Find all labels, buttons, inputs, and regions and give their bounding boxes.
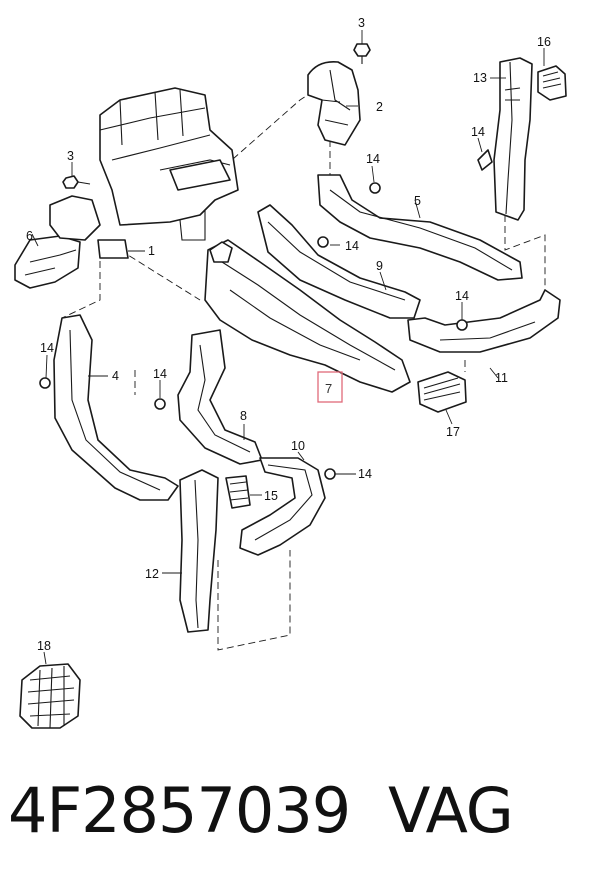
callout-17: 17 [446,425,460,439]
part-7-central-duct [204,239,411,393]
part-18-grille [19,663,81,729]
part-15-connector [225,475,251,509]
part-3-screw-left [62,175,91,189]
callout-8: 8 [240,409,247,423]
callout-5: 5 [414,194,421,208]
callout-14-b: 14 [366,152,380,166]
callout-labels: 3 2 16 13 14 3 6 1 14 5 14 9 14 14 4 14 … [26,16,551,653]
callout-12: 12 [145,567,159,581]
callout-1: 1 [148,244,155,258]
callout-14-c: 14 [345,239,359,253]
callout-15: 15 [264,489,278,503]
part-5-duct [317,174,523,281]
callout-14-a: 14 [471,125,485,139]
callout-11: 11 [495,371,508,385]
callout-6: 6 [26,229,33,243]
callout-14-f: 14 [153,367,167,381]
part-2-duct [307,60,361,146]
callout-14-d: 14 [455,289,469,303]
part-9-duct [257,204,421,319]
callout-2: 2 [376,100,383,114]
callout-3-left: 3 [67,149,74,163]
callout-10: 10 [291,439,305,453]
part-4-duct [53,314,179,501]
exploded-parts-diagram: 3 2 16 13 14 3 6 1 14 5 14 9 14 14 4 14 … [14,16,567,729]
leader-lines [31,30,545,665]
brand-label: VAG [388,774,514,847]
callout-3-top: 3 [358,16,365,30]
part-6-duct [14,195,129,289]
part-1-heater-unit [99,87,239,241]
highlight-box-7 [317,371,343,403]
callout-14-e: 14 [40,341,54,355]
part-number: 4F2857039 [8,774,351,847]
part-10-duct [239,457,326,556]
callout-16: 16 [537,35,551,49]
callout-9: 9 [376,259,383,273]
part-16-vent-grille [537,65,567,101]
part-11-duct [407,289,561,353]
part-17-vent [417,371,467,413]
part-3-screw-top [353,43,371,64]
part-13-vertical-duct [493,57,533,221]
part-12-duct [179,469,219,633]
callout-14-g: 14 [358,467,372,481]
part-8-duct [177,329,263,465]
callout-13: 13 [473,71,487,85]
callout-7: 7 [325,381,332,396]
part-14-clip-a [477,149,493,171]
callout-18: 18 [37,639,51,653]
callout-4: 4 [112,369,119,383]
